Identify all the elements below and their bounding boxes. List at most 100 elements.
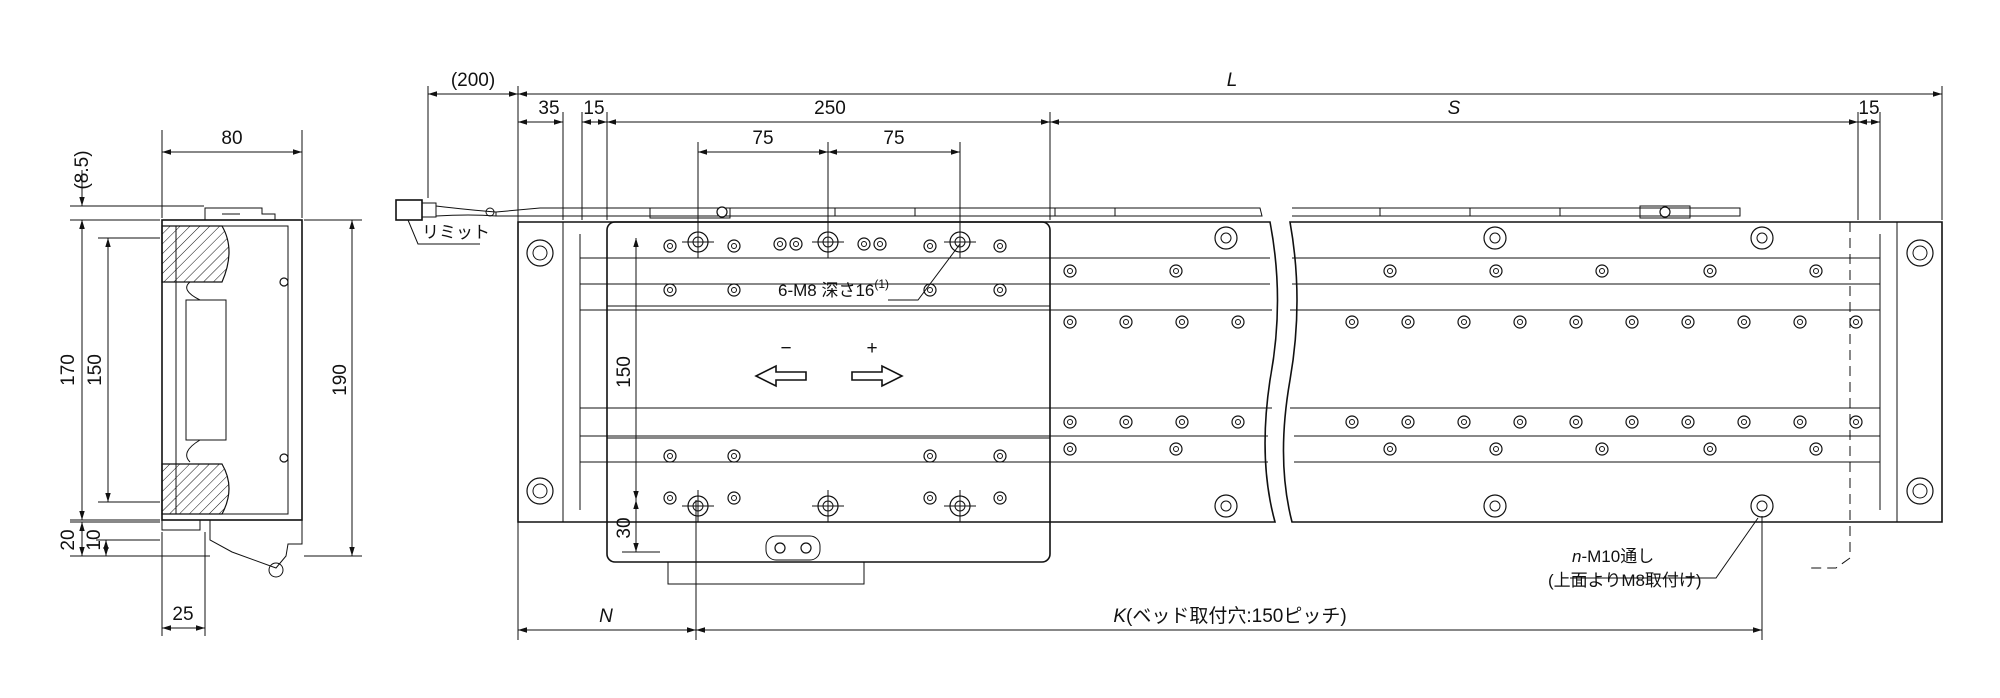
dim-80: 80 [221, 128, 242, 149]
cable-band [485, 207, 495, 217]
label-mount-n: n [1572, 547, 1581, 566]
leader-limit [407, 219, 480, 245]
rail-screw [1681, 415, 1695, 429]
side-view: 80 (8.5) 170 150 190 20 10 25 [58, 128, 362, 636]
side-top-clip [204, 207, 276, 220]
cable-marker-3 [1379, 207, 1471, 217]
label-tapped-group: 6-M8 深さ16(1) [778, 277, 889, 300]
end-bolt-top-left [526, 239, 554, 267]
cable-marker-2 [1054, 207, 1116, 217]
base-left-part [517, 221, 1279, 523]
rail-screw [1383, 442, 1397, 456]
table-tapped-hole [812, 490, 844, 522]
end-bolt-bottom-right [1906, 477, 1934, 505]
dim-250: 250 [814, 98, 846, 119]
dim-8-5: (8.5) [72, 150, 93, 189]
rail-screw [1569, 315, 1583, 329]
table-hole [789, 237, 803, 251]
rail-screw [1737, 415, 1751, 429]
table-hole [663, 283, 677, 297]
side-bolt-top [279, 277, 289, 287]
rail-screws [1063, 264, 1863, 456]
end-bolt-top-right [1906, 239, 1934, 267]
rail-screw [1119, 415, 1133, 429]
rail-screw [1231, 415, 1245, 429]
rail-screw [1625, 415, 1639, 429]
rail-screw [1793, 415, 1807, 429]
table-tapped-hole [944, 490, 976, 522]
dim-75-left: 75 [752, 128, 773, 149]
dim-150-side: 150 [85, 354, 106, 386]
label-tapped-note: (1) [874, 277, 889, 291]
label-limit: リミット [422, 223, 490, 242]
cable-marker-4 [1469, 207, 1561, 217]
dim-170: 170 [58, 354, 79, 386]
limit-sensor-right [1639, 205, 1691, 219]
rail-screw [1489, 264, 1503, 278]
table-hole [727, 449, 741, 463]
dim-75-right: 75 [883, 128, 904, 149]
rail-screw [1231, 315, 1245, 329]
dim-15-right: 15 [1858, 98, 1879, 119]
table-hole [663, 239, 677, 253]
rail-screw [1809, 264, 1823, 278]
rail-screw [1625, 315, 1639, 329]
rail-screw [1849, 315, 1863, 329]
rail-screw [1063, 442, 1077, 456]
table-hole [857, 237, 871, 251]
table-hole [663, 449, 677, 463]
table-hole [993, 283, 1007, 297]
bed-mount-hole-bottom-3 [1750, 494, 1774, 518]
rail-screw [1595, 264, 1609, 278]
base-right-part [1282, 221, 1943, 523]
rail-screw [1737, 315, 1751, 329]
rail-screw [1175, 415, 1189, 429]
table-tapped-hole [682, 226, 714, 258]
label-mount-rest: -M10通し [1581, 547, 1654, 566]
table-tapped-hole [682, 490, 714, 522]
table-hole [923, 491, 937, 505]
table-tapped-hole [812, 226, 844, 258]
leader-mount [1570, 517, 1759, 579]
rail-screw [1513, 315, 1527, 329]
rail-screw [1849, 415, 1863, 429]
leader-tapped [888, 243, 961, 301]
side-bolt-bottom [279, 453, 289, 463]
bed-mount-hole-top-1 [1214, 226, 1238, 250]
dim-K-note: (ベッド取付穴:150ピッチ) [1126, 605, 1347, 627]
dim-15-left: 15 [583, 98, 604, 119]
table-grip-hole-1 [774, 542, 786, 554]
table-hole [727, 283, 741, 297]
table-cross-holes [682, 226, 976, 522]
rail-screw [1809, 442, 1823, 456]
rail-screw [1383, 264, 1397, 278]
rail-screw [1063, 315, 1077, 329]
dim-200: (200) [451, 70, 495, 91]
limit-sensor-left-tip [716, 206, 728, 218]
rail-screw [1063, 415, 1077, 429]
dim-190: 190 [330, 364, 351, 396]
dim-35: 35 [538, 98, 559, 119]
cable-marker-1 [834, 207, 916, 217]
table-lower-bracket [667, 561, 865, 585]
bed-mount-hole-bottom-1 [1214, 494, 1238, 518]
rail-screw [1489, 442, 1503, 456]
plan-view: − + (200) L 35 15 250 S 1 [395, 70, 1943, 640]
arrow-plus-direction [851, 364, 904, 388]
label-mount-note: (上面よりM8取付け) [1548, 571, 1702, 590]
bed-mount-hole-top-2 [1483, 226, 1507, 250]
limit-connector [395, 199, 423, 221]
label-plus: + [866, 338, 877, 359]
side-foot [161, 520, 303, 569]
label-minus: − [780, 338, 791, 359]
rail-screw [1063, 264, 1077, 278]
dim-150-plan: 150 [614, 356, 635, 388]
stroke-end-dashed [1810, 222, 1851, 569]
dim-K: K [1113, 606, 1127, 627]
dim-25: 25 [172, 604, 193, 625]
rail-screw [1119, 315, 1133, 329]
table-grip [765, 535, 821, 561]
bed-mount-hole-bottom-2 [1483, 494, 1507, 518]
rail-screw [1345, 315, 1359, 329]
side-rail-top-section [161, 225, 230, 283]
